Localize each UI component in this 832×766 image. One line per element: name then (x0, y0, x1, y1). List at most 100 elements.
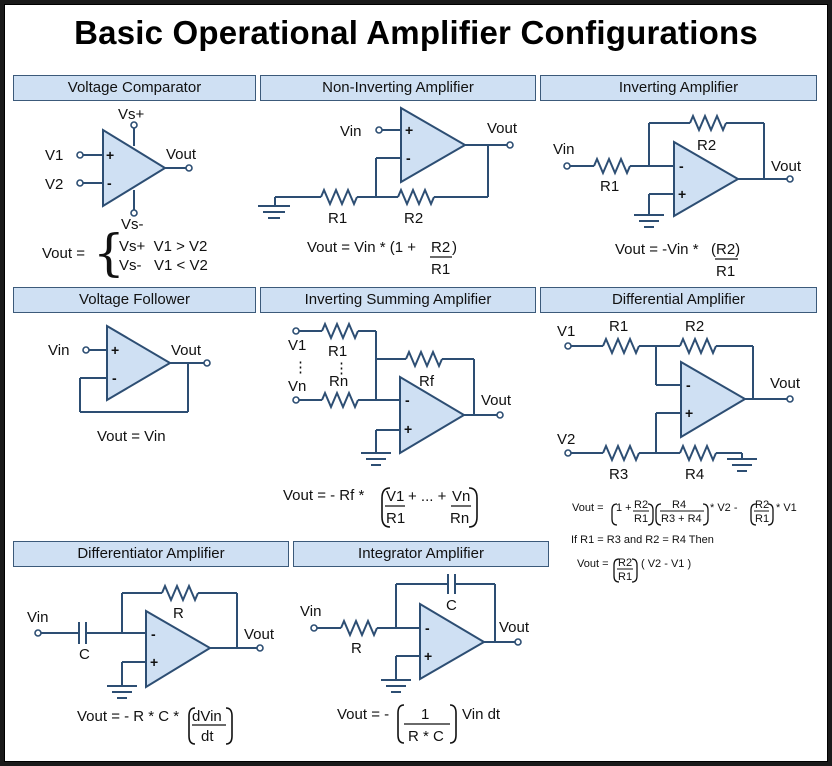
eq-r2-b: R2 (755, 499, 769, 511)
header-differentiator-amplifier: Differentiator Amplifier (13, 541, 289, 567)
header-inverting-summing-amplifier: Inverting Summing Amplifier (260, 287, 536, 313)
integrator-circuit: Vin R C Vout - + (300, 574, 530, 693)
header-integrator-amplifier: Integrator Amplifier (293, 541, 549, 567)
minus-sign: - (151, 626, 156, 642)
eq-lhs: Vout = - (337, 706, 389, 723)
differential-equation: Vout = 1 + R2 R1 R4 R3 + R4 * V2 - R2 R1… (571, 499, 797, 583)
label-r: R (351, 640, 362, 657)
summing-circuit: V1 ⋮ Vn R1 ⋮ Rn Rf Vout - + (288, 321, 512, 466)
header-non-inverting-amplifier: Non-Inverting Amplifier (260, 75, 536, 101)
comparator-equation: Vout = { Vs+ V1 > V2 Vs- V1 < V2 (42, 224, 208, 282)
integrator-equation: Vout = - 1 R * C Vin dt (337, 704, 501, 745)
resistor-r2 (689, 113, 727, 133)
opamp-symbol (400, 106, 467, 184)
eq-lhs: Vout = (572, 502, 604, 514)
eq-d2: Rn (450, 510, 469, 527)
label-vout: Vout (244, 626, 275, 643)
eq-r1-c: R1 (618, 571, 632, 583)
plus-sign: + (150, 654, 158, 670)
label-vout: Vout (171, 342, 202, 359)
inverting-equation: Vout = -Vin * (R2) R1 (615, 241, 740, 280)
header-inverting-amplifier: Inverting Amplifier (540, 75, 817, 101)
label-vs-minus: Vs- (121, 216, 144, 233)
eq-n2: Vn (452, 488, 470, 505)
label-dots-v: ⋮ (293, 359, 308, 376)
label-r1: R1 (328, 343, 347, 360)
label-v2: V2 (45, 176, 63, 193)
label-r1: R1 (609, 318, 628, 335)
label-vin: Vin (300, 603, 321, 620)
eq-num: 1 (421, 706, 429, 723)
label-vin: Vin (27, 609, 48, 626)
eq-r1-b: R1 (755, 513, 769, 525)
resistor-r1 (321, 321, 359, 341)
label-v1: V1 (288, 337, 306, 354)
label-vout: Vout (487, 120, 518, 137)
label-vout: Vout (771, 158, 802, 175)
eq-d1: R1 (386, 510, 405, 527)
label-v2: V2 (557, 431, 575, 448)
brace-icon: { (93, 224, 125, 282)
opamp-symbol (102, 128, 167, 208)
follower-circuit: Vin Vout + - (48, 324, 211, 413)
resistor-r4 (679, 443, 717, 463)
label-r2: R2 (685, 318, 704, 335)
resistor-rn (321, 390, 359, 410)
eq-lhs: Vout = Vin * (1 + (307, 239, 420, 256)
plus-sign: + (106, 147, 114, 163)
label-c: C (79, 646, 90, 663)
eq-close: ) (452, 239, 457, 256)
eq-r4: R4 (672, 499, 686, 511)
eq-den: R * C (408, 728, 444, 745)
plus-sign: + (678, 186, 686, 202)
minus-sign: - (406, 150, 411, 166)
opamp-symbol (145, 609, 212, 689)
label-vout: Vout (499, 619, 530, 636)
eq-den: R1 (716, 263, 735, 280)
plus-sign: + (424, 648, 432, 664)
opamp-symbol (680, 360, 747, 439)
plus-sign: + (404, 421, 412, 437)
header-differential-amplifier: Differential Amplifier (540, 287, 817, 313)
minus-sign: - (405, 392, 410, 408)
eq-one-plus: 1 + (616, 502, 632, 514)
label-vin: Vin (340, 123, 361, 140)
eq-den: dt (201, 728, 214, 745)
header-voltage-follower: Voltage Follower (13, 287, 256, 313)
eq-r2-c: R2 (618, 557, 632, 569)
label-v1: V1 (557, 323, 575, 340)
minus-sign: - (679, 158, 684, 174)
eq-mid: + ... + (408, 488, 447, 505)
differentiator-equation: Vout = - R * C * dVin dt (77, 707, 233, 745)
label-r2: R2 (404, 210, 423, 227)
non-inverting-equation: Vout = Vin * (1 + R2 ) R1 (307, 239, 457, 278)
eq-num: (R2) (711, 241, 740, 258)
eq-r2-a: R2 (634, 499, 648, 511)
label-vout: Vout (770, 375, 801, 392)
plus-sign: + (111, 342, 119, 358)
resistor-r1 (593, 156, 631, 176)
resistor-r (340, 618, 378, 638)
label-r1: R1 (600, 178, 619, 195)
label-rf: Rf (419, 373, 435, 390)
eq-r1-a: R1 (634, 513, 648, 525)
plus-sign: + (405, 122, 413, 138)
eq-n1: V1 (386, 488, 404, 505)
summing-equation: Vout = - Rf * V1 R1 + ... + Vn Rn (283, 487, 478, 528)
eq-lhs: Vout = -Vin * (615, 241, 703, 258)
comparator-circuit: Vs+ Vs- V1 V2 Vout + - (45, 106, 197, 233)
eq-case-1: Vs+ V1 > V2 (119, 238, 207, 255)
resistor-r1 (602, 336, 640, 356)
header-voltage-comparator: Voltage Comparator (13, 75, 256, 101)
eq-condition: If R1 = R3 and R2 = R4 Then (571, 534, 714, 546)
minus-sign: - (425, 620, 430, 636)
resistor-r (161, 583, 199, 603)
label-r: R (173, 605, 184, 622)
label-vn: Vn (288, 378, 306, 395)
eq-lhs: Vout = - Rf * (283, 487, 368, 504)
eq-tail: Vin dt (462, 706, 501, 723)
eq-lhs: Vout = - R * C * (77, 708, 183, 725)
differentiator-circuit: Vin C R Vout - + (27, 583, 275, 699)
follower-equation: Vout = Vin (97, 428, 166, 445)
